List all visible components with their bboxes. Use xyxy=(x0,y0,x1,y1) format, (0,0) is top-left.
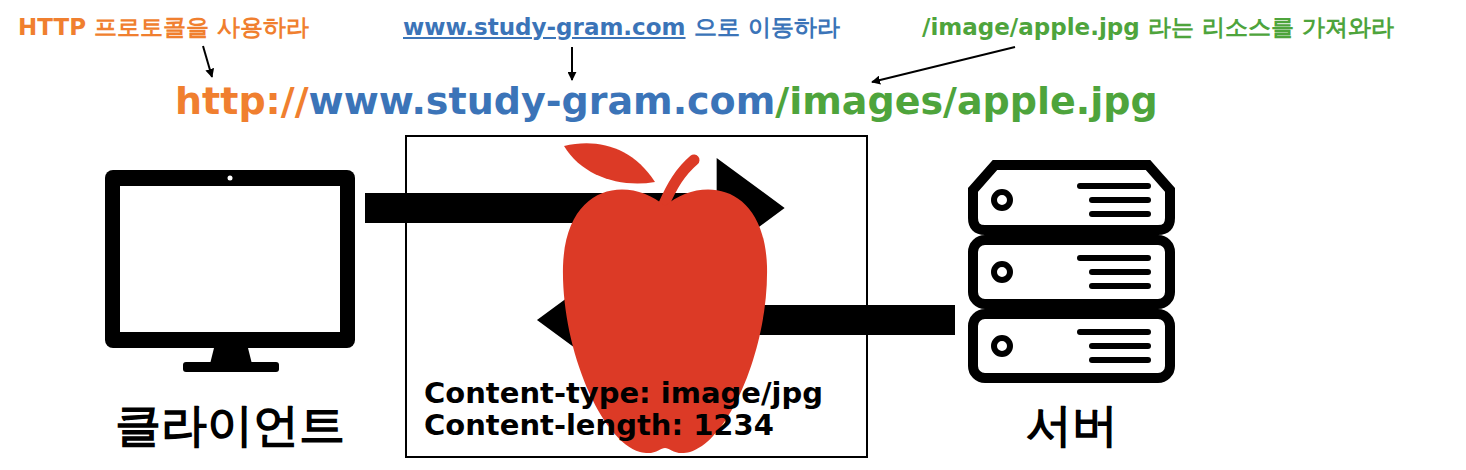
monitor-icon xyxy=(105,170,355,372)
header-line: Content-length: 1234 xyxy=(424,410,774,442)
client-node: 클라이언트 xyxy=(95,165,365,457)
header-line: Content-type: image/jpg xyxy=(424,378,823,410)
callout-label: 으로 이동하라 xyxy=(694,14,840,40)
leader-line xyxy=(571,47,573,80)
message-box: Content-type: image/jpgContent-length: 1… xyxy=(405,135,868,458)
url-part: www.study-gram.com xyxy=(309,80,776,124)
leader-line xyxy=(872,47,1015,82)
callout-label: HTTP 프로토콜을 사용하라 xyxy=(18,14,309,40)
callout-label: www.study-gram.com xyxy=(403,14,686,40)
server-icon xyxy=(973,165,1170,378)
url-part: /images/apple.jpg xyxy=(775,80,1157,124)
node-label: 서버 xyxy=(1026,400,1118,451)
url-part: http:// xyxy=(175,80,309,124)
callout-label: /image/apple.jpg 라는 리소스를 가져와라 xyxy=(922,14,1394,40)
node-label: 클라이언트 xyxy=(115,400,345,451)
leader-line xyxy=(203,46,212,77)
server-node: 서버 xyxy=(955,158,1189,457)
